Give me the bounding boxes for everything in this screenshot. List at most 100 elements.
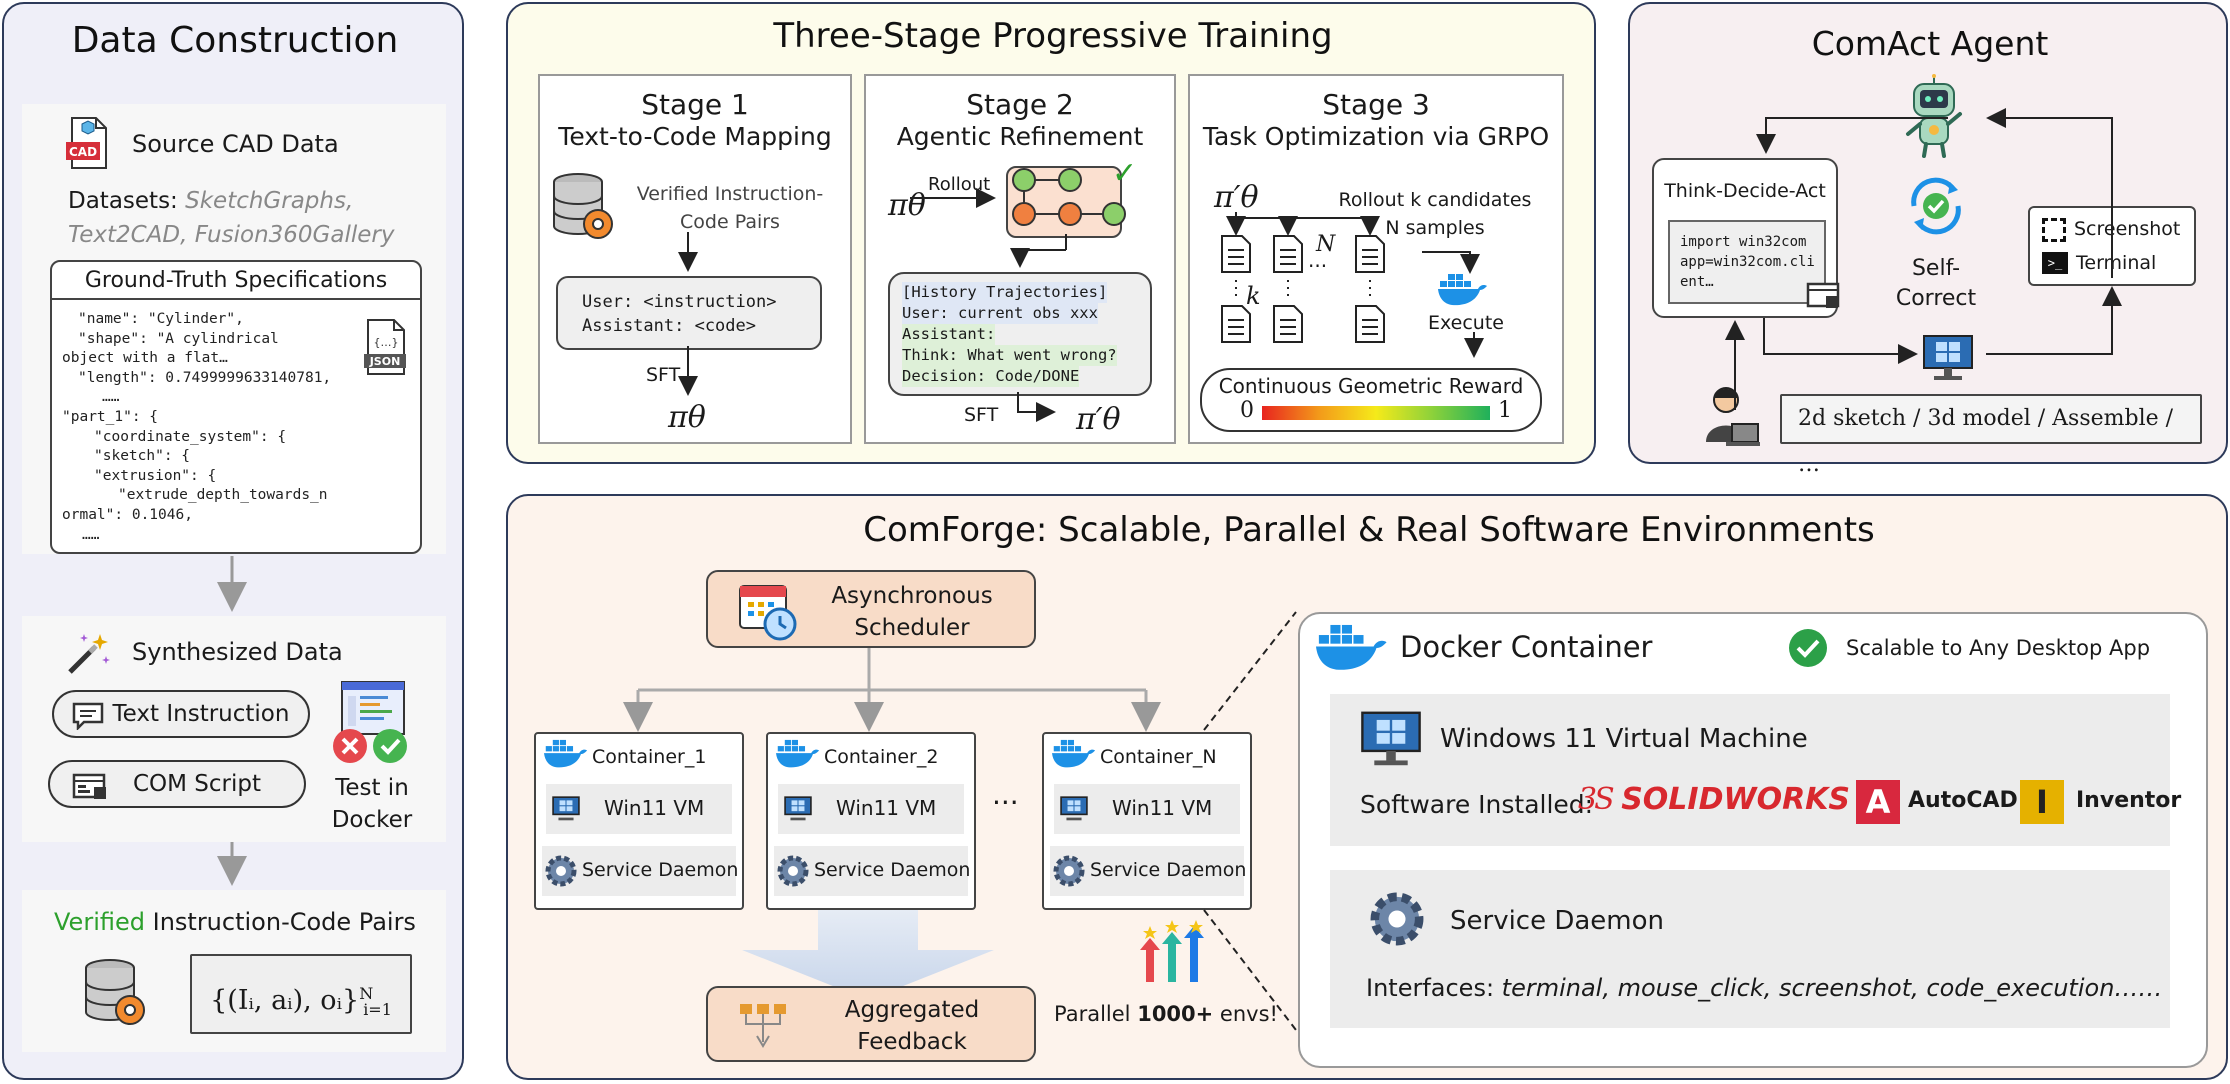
- tasks-label: 2d sketch / 3d model / Assemble / …: [1798, 406, 2174, 477]
- verified-pairs-title: Verified Instruction-Code Pairs: [54, 908, 416, 936]
- gear-icon: [776, 854, 810, 888]
- docker-container-detail: Docker Container Scalable to Any Desktop…: [1298, 612, 2208, 1068]
- trajectory-graph: [1006, 166, 1122, 238]
- stage-3-policy: π′θ: [1214, 180, 1259, 215]
- verified-formula-sup: N: [359, 984, 374, 1003]
- calendar-clock-icon: [738, 580, 798, 642]
- inventor-logo: I: [2020, 780, 2064, 824]
- parallel-suffix: envs!: [1213, 1002, 1278, 1026]
- windows-monitor-icon: [1060, 796, 1088, 822]
- pairs-line-1: Verified Instruction-: [636, 183, 824, 205]
- container-n-daemon-row: Service Daemon: [1050, 846, 1247, 896]
- parallel-bold: 1000+: [1137, 1002, 1214, 1026]
- gt-line: ……: [82, 526, 100, 543]
- verified-rest: Instruction-Code Pairs: [144, 908, 416, 936]
- container-1-vm-row: Win11 VM: [546, 784, 732, 834]
- docker-whale-icon: [1052, 738, 1096, 770]
- check-mark-icon: ✓: [1112, 156, 1138, 191]
- docker-whale-icon: [1316, 622, 1388, 674]
- screenshot-icon: [2042, 218, 2066, 242]
- autocad-logo: A: [1856, 780, 1900, 824]
- container-1-daemon-row: Service Daemon: [542, 846, 738, 896]
- script-window-icon: [72, 772, 108, 816]
- stage-2-decision: Decision: Code/DONE: [902, 366, 1080, 387]
- stage-2-rollout: Rollout: [928, 174, 991, 195]
- docker-whale-icon: [1438, 272, 1488, 308]
- think-decide-act-box: Think-Decide-Act import win32com app=win…: [1652, 158, 1840, 318]
- stage-2-think: Think: What went wrong?: [902, 345, 1117, 366]
- feedback-line-2: Feedback: [857, 1029, 967, 1055]
- self-correct-label: Self- Correct: [1880, 254, 1992, 314]
- ground-truth-title: Ground-Truth Specifications: [52, 262, 420, 300]
- check-circle-icon: [1788, 628, 1828, 668]
- stage-2-box: Stage 2 Agentic Refinement πθ Rollout ✓ …: [864, 74, 1176, 444]
- test-line-2: Docker: [331, 807, 413, 833]
- stage-3-execute: Execute: [1428, 312, 1504, 334]
- stage-1-user: User: <instruction>: [582, 292, 777, 312]
- gt-line: "extrusion": {: [94, 467, 217, 484]
- containers-ellipsis: ···: [992, 786, 1019, 819]
- training-title: Three-Stage Progressive Training: [773, 16, 1333, 56]
- cad-file-icon: CAD: [66, 116, 110, 170]
- container-2-box: Container_2 Win11 VM Service Daemon: [766, 732, 976, 910]
- interfaces-label: Interfaces:: [1366, 974, 1502, 1002]
- vm-section: Windows 11 Virtual Machine Software Inst…: [1330, 694, 2181, 846]
- datasets-line: Datasets: SketchGraphs, Text2CAD, Fusion…: [68, 184, 394, 252]
- vm-title: Windows 11 Virtual Machine: [1440, 724, 1808, 754]
- stage-2-trajectory-box: [History Trajectories] User: current obs…: [888, 272, 1152, 396]
- stage-1-policy: πθ: [668, 400, 706, 435]
- stage-1-box: Stage 1 Text-to-Code Mapping Verified In…: [538, 74, 852, 444]
- container-2-vm-row: Win11 VM: [778, 784, 964, 834]
- stage-2-title: Stage 2: [966, 88, 1074, 121]
- stage-3-box: Stage 3 Task Optimization via GRPO π′θ R…: [1188, 74, 1564, 444]
- chat-icon: [72, 701, 104, 745]
- parallel-arrows-icon: [1134, 920, 1214, 984]
- container-1-name: Container_1: [592, 746, 707, 768]
- scheduler-label: Asynchronous Scheduler: [802, 580, 1022, 644]
- training-panel: Three-Stage Progressive Training Stage 1…: [506, 2, 1596, 464]
- gt-line: "length": 0.7499999633140781,: [78, 369, 332, 386]
- stage-1-assistant: Assistant: <code>: [582, 316, 756, 336]
- container-n-vm-row: Win11 VM: [1054, 784, 1240, 834]
- magic-wand-icon: [64, 630, 112, 678]
- stage-1-subtitle: Text-to-Code Mapping: [558, 122, 832, 151]
- think-decide-act-label: Think-Decide-Act: [1664, 180, 1826, 202]
- terminal-label: Terminal: [2076, 252, 2157, 274]
- stage-2-assistant: Assistant:: [902, 324, 996, 345]
- data-construction-title: Data Construction: [71, 20, 399, 61]
- synthesized-data-label: Synthesized Data: [132, 638, 343, 666]
- stage-2-user: User: current obs xxx: [902, 303, 1098, 324]
- tools-box: Screenshot >_ Terminal: [2028, 206, 2196, 286]
- container-2-daemon-row: Service Daemon: [774, 846, 970, 896]
- self-correct-line-1: Self-: [1911, 256, 1961, 281]
- solidworks-mark: 3S: [1578, 782, 1615, 817]
- parallel-envs-label: Parallel 1000+ envs!: [1054, 1002, 1278, 1026]
- stage-1-title: Stage 1: [641, 88, 749, 121]
- self-correct-line-2: Correct: [1895, 286, 1977, 311]
- synthesized-data-section: Synthesized Data Text Instruction COM Sc…: [22, 616, 446, 842]
- container-2-vm: Win11 VM: [836, 796, 937, 820]
- screenshot-label: Screenshot: [2074, 218, 2181, 240]
- agent-panel: ComAct Agent Think-Decide-Act import win…: [1628, 2, 2228, 477]
- daemon-section: Service Daemon Interfaces: terminal, mou…: [1330, 870, 2170, 1028]
- code-window-icon: [1806, 282, 1840, 312]
- svg-text:JSON: JSON: [369, 355, 401, 368]
- gt-line: "shape": "A cylindrical: [78, 330, 279, 347]
- stage-2-policy-out: π′θ: [1076, 402, 1121, 437]
- stage-3-n: N: [1316, 232, 1336, 257]
- container-n-box: Container_N Win11 VM Service Daemon: [1042, 732, 1252, 910]
- docker-whale-icon: [544, 738, 588, 770]
- reward-label: Continuous Geometric Reward: [1218, 374, 1524, 398]
- aggregated-feedback-box: Aggregated Feedback: [706, 986, 1036, 1062]
- reward-gradient-bar: [1262, 406, 1490, 420]
- text-instruction-pill: Text Instruction: [52, 690, 310, 738]
- scheduler-box: Asynchronous Scheduler: [706, 570, 1036, 648]
- stage-1-prompt-box: User: <instruction> Assistant: <code>: [556, 276, 822, 350]
- windows-monitor-icon: [784, 796, 812, 822]
- container-1-box: Container_1 Win11 VM Service Daemon: [534, 732, 744, 910]
- ground-truth-box: Ground-Truth Specifications JSON {…} "na…: [50, 260, 422, 554]
- test-in-docker-label: Test in Docker: [324, 772, 420, 836]
- stage-3-title: Stage 3: [1322, 88, 1430, 121]
- gt-line: ormal": 0.1046,: [62, 506, 193, 523]
- container-n-daemon: Service Daemon: [1090, 859, 1247, 881]
